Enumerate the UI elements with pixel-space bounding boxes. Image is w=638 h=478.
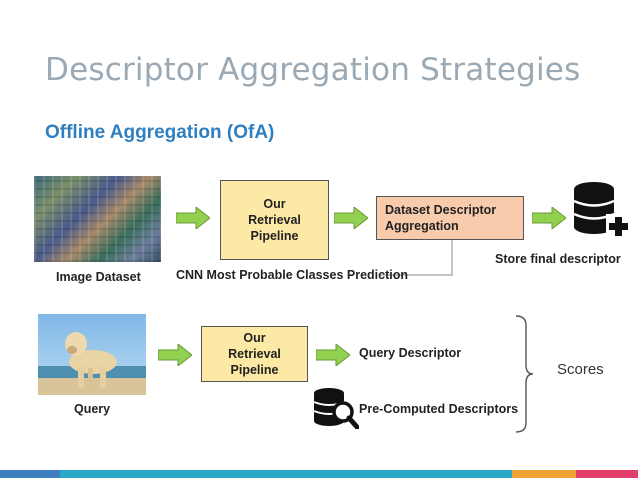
pipeline-line: Pipeline	[250, 229, 299, 244]
right-arrow-icon	[316, 344, 350, 366]
footer-segment	[512, 470, 576, 478]
retrieval-pipeline-box-top: Our Retrieval Pipeline	[220, 180, 329, 260]
pipeline-line: Retrieval	[248, 212, 301, 227]
footer-segment	[0, 470, 60, 478]
section-subtitle: Offline Aggregation (OfA)	[45, 122, 275, 143]
page-title: Descriptor Aggregation Strategies	[45, 52, 581, 88]
image-dataset-mosaic	[34, 176, 161, 262]
database-add-icon	[573, 182, 630, 238]
aggregation-line: Aggregation	[385, 219, 459, 233]
right-arrow-icon	[176, 207, 210, 229]
dataset-descriptor-aggregation-box: Dataset Descriptor Aggregation	[376, 196, 524, 240]
connector-line	[380, 240, 453, 276]
footer-segment	[60, 470, 512, 478]
pipeline-line: Retrieval	[228, 346, 281, 361]
pipeline-line: Our	[263, 196, 286, 211]
right-arrow-icon	[334, 207, 368, 229]
right-arrow-icon	[532, 207, 566, 229]
cnn-prediction-label: CNN Most Probable Classes Prediction	[176, 268, 409, 282]
precomputed-descriptors-label: Pre-Computed Descriptors	[359, 402, 519, 416]
query-dog-image	[38, 314, 146, 395]
store-descriptor-label: Store final descriptor	[495, 252, 621, 266]
aggregation-line: Dataset Descriptor	[385, 202, 497, 217]
retrieval-pipeline-box-bottom: Our Retrieval Pipeline	[201, 326, 308, 382]
pipeline-line: Pipeline	[230, 363, 279, 378]
pipeline-line: Our	[243, 330, 266, 345]
database-search-icon	[313, 388, 359, 429]
right-brace	[515, 315, 534, 433]
footer-color-bar	[0, 470, 638, 478]
right-arrow-icon	[158, 344, 192, 366]
footer-segment	[576, 470, 638, 478]
scores-label: Scores	[557, 361, 604, 378]
image-dataset-label: Image Dataset	[56, 270, 141, 284]
query-descriptor-label: Query Descriptor	[359, 346, 462, 360]
query-label: Query	[74, 402, 111, 416]
